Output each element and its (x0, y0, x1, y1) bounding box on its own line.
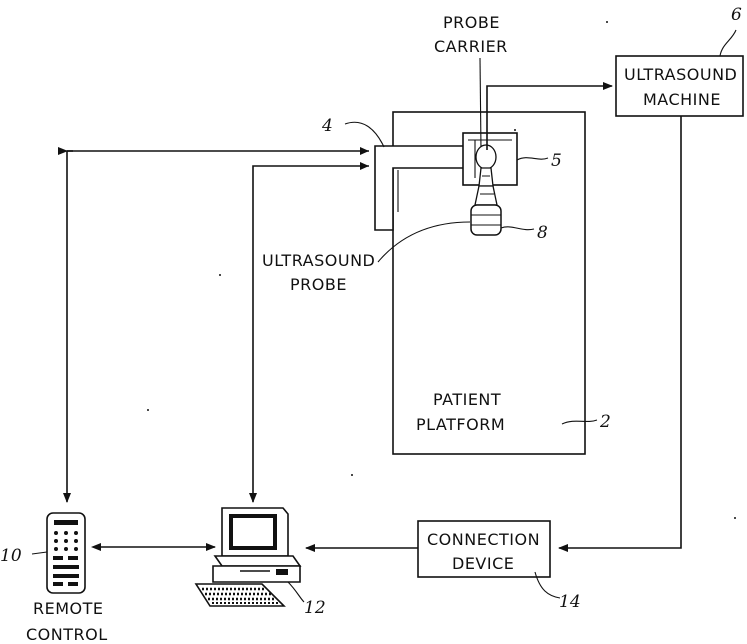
connection-device-label-line2: DEVICE (452, 554, 514, 573)
patient-platform-label-line2: PLATFORM (416, 415, 505, 434)
numeral-6: 6 (731, 5, 742, 25)
ultrasound-probe-label-line2: PROBE (290, 275, 347, 294)
ultrasound-machine-label-line2: MACHINE (643, 90, 721, 109)
numeral-4: 4 (321, 116, 333, 136)
remote-control-label-line1: REMOTE (33, 599, 104, 618)
ultrasound-machine-label-line1: ULTRASOUND (624, 65, 737, 84)
patient-platform-label-line1: PATIENT (433, 390, 501, 409)
remote-control-icon (47, 513, 85, 593)
connector-arm-to-remote (67, 151, 369, 502)
leader-10 (32, 552, 47, 554)
numeral-8: 8 (537, 223, 548, 243)
connection-device-label-line1: CONNECTION (427, 530, 540, 549)
leader-4 (345, 122, 384, 147)
probe-carrier-label-line2: CARRIER (434, 37, 508, 56)
ultrasound-probe-label-line1: ULTRASOUND (262, 251, 375, 270)
leader-6 (720, 30, 736, 56)
connector-arm-to-computer (253, 166, 369, 502)
numeral-10: 10 (0, 546, 22, 566)
numeral-2: 2 (599, 412, 611, 432)
numeral-12: 12 (304, 598, 326, 618)
remote-control-label-line2: CONTROL (26, 625, 108, 644)
numeral-14: 14 (559, 592, 581, 612)
probe-carrier-label-line1: PROBE (443, 13, 500, 32)
computer-icon (196, 508, 300, 606)
leader-12 (288, 582, 304, 602)
numeral-5: 5 (551, 151, 562, 171)
